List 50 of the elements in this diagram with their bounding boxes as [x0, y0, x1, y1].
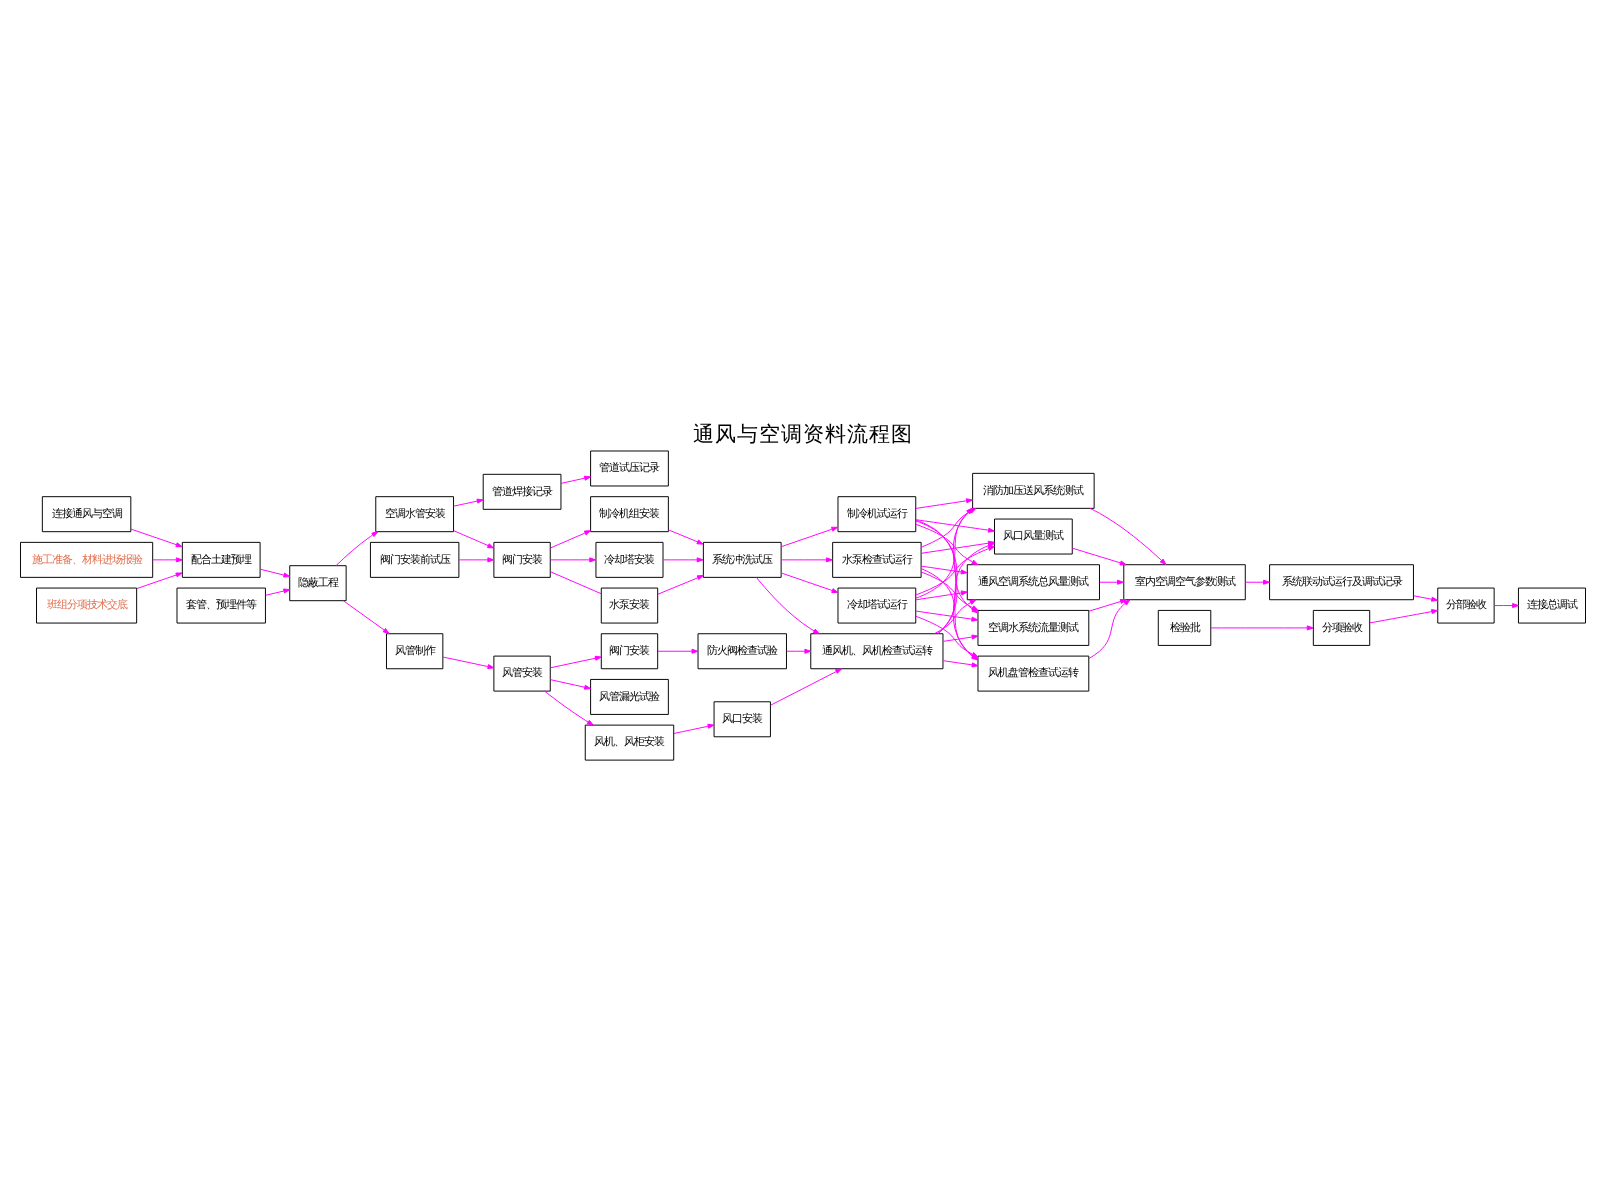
arrow	[458, 556, 495, 562]
arrow	[136, 571, 183, 589]
arrow	[1369, 608, 1439, 623]
arrow	[1088, 598, 1131, 658]
arrow	[1099, 578, 1124, 584]
arrow	[1210, 624, 1314, 630]
arrow	[1071, 546, 1127, 565]
arrow	[657, 574, 704, 594]
arrow	[335, 530, 379, 566]
arrow	[453, 529, 495, 548]
arrow	[342, 599, 390, 634]
arrow	[442, 655, 495, 669]
arrow	[755, 575, 820, 634]
arrow	[1493, 602, 1519, 608]
arrow	[1088, 598, 1127, 611]
arrow	[662, 556, 704, 562]
arrow	[544, 689, 594, 725]
connector	[550, 570, 602, 594]
arrow	[915, 518, 995, 532]
arrow	[265, 587, 291, 595]
arrow	[668, 528, 704, 544]
arrow	[550, 654, 602, 668]
arrow	[130, 527, 183, 547]
arrow	[780, 556, 833, 562]
arrow	[915, 609, 979, 621]
arrow	[780, 525, 839, 547]
arrow	[550, 529, 591, 548]
arrow	[915, 589, 968, 600]
arrow	[942, 659, 979, 667]
arrow	[259, 567, 291, 577]
arrow	[1244, 578, 1270, 584]
arrow	[152, 556, 183, 562]
arrow	[1413, 594, 1439, 601]
arrow	[453, 497, 484, 506]
arrow	[780, 571, 839, 592]
arrow	[915, 522, 979, 565]
arrow	[942, 633, 979, 641]
arrow	[770, 667, 843, 705]
arrow	[915, 545, 995, 595]
diagram-title: 通风与空调资料流程图	[693, 419, 913, 446]
arrow	[657, 647, 699, 653]
arrow	[920, 570, 979, 610]
arrow	[550, 556, 597, 562]
arrow	[786, 647, 812, 653]
arrow	[915, 497, 973, 508]
arrow	[550, 678, 591, 689]
arrow	[920, 564, 968, 574]
arrow	[1089, 506, 1167, 564]
arrow	[560, 474, 591, 483]
arrow	[673, 722, 715, 733]
